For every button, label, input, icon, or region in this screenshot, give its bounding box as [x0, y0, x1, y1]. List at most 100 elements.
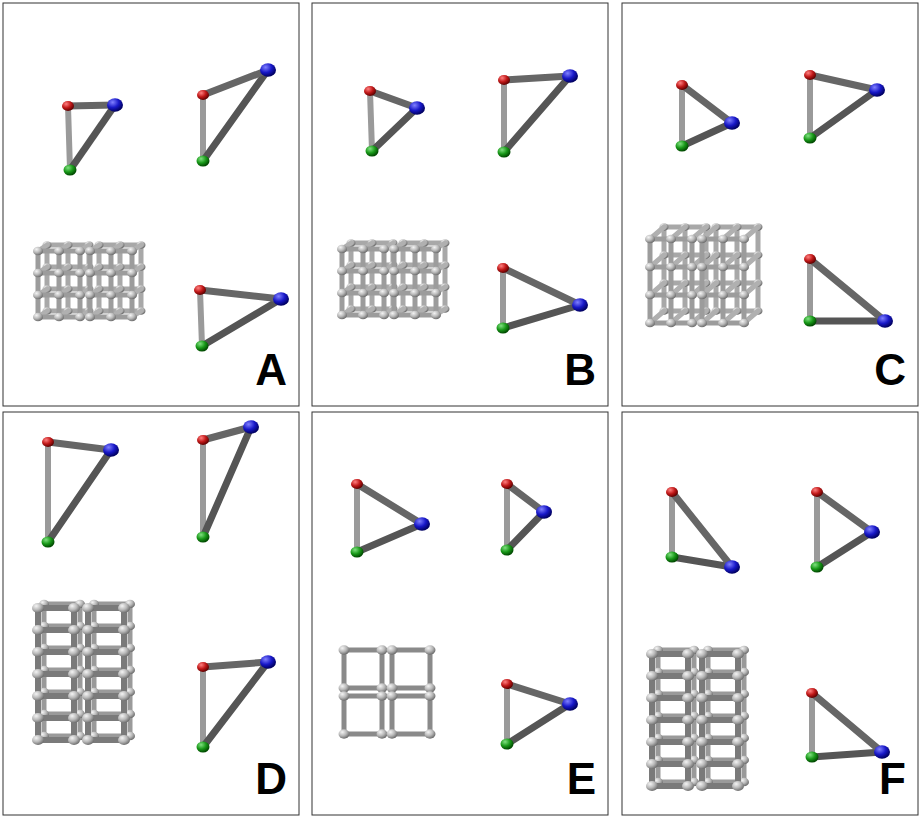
- panel-frame: [3, 412, 299, 815]
- atom-ball: [811, 487, 823, 497]
- atom-ball: [32, 691, 44, 701]
- bond-rod: [503, 268, 580, 305]
- figure-panel: [312, 3, 608, 406]
- atom-ball: [646, 781, 658, 791]
- atom-ball: [696, 671, 708, 681]
- panel-frame: [622, 412, 918, 815]
- atom-ball: [82, 603, 94, 613]
- bond-rod: [342, 650, 347, 688]
- atom-ball: [414, 517, 430, 531]
- atom-ball: [498, 146, 511, 157]
- lattice-structure: [646, 646, 749, 791]
- atom-ball: [431, 289, 441, 298]
- bond-rod: [812, 752, 882, 757]
- atom-ball: [646, 759, 658, 769]
- atom-ball: [337, 311, 347, 320]
- atom-ball: [33, 269, 43, 278]
- atom-ball: [358, 267, 368, 276]
- panel-letter: C: [874, 345, 906, 394]
- triangle-cluster: [351, 479, 431, 558]
- atom-ball: [687, 263, 697, 272]
- atom-ball: [32, 625, 44, 635]
- atom-ball: [54, 247, 64, 256]
- bond-rod: [203, 427, 251, 537]
- atom-ball: [497, 322, 510, 333]
- atom-ball: [645, 263, 655, 272]
- lattice-structure: [33, 241, 146, 321]
- atom-ball: [687, 235, 697, 244]
- atom-ball: [806, 751, 819, 762]
- atom-ball: [572, 298, 588, 312]
- bond-rod: [810, 318, 885, 325]
- atom-ball: [696, 759, 708, 769]
- atom-ball: [197, 435, 209, 445]
- atom-ball: [377, 729, 388, 738]
- atom-ball: [676, 80, 688, 90]
- atom-ball: [696, 649, 708, 659]
- bond-rod: [344, 686, 382, 691]
- bond-rod: [814, 492, 820, 567]
- triangle-cluster: [197, 420, 260, 542]
- atom-ball: [804, 70, 816, 80]
- atom-ball: [33, 313, 43, 322]
- atom-ball: [358, 311, 368, 320]
- atom-ball: [562, 69, 578, 83]
- atom-ball: [127, 269, 137, 278]
- triangle-cluster: [197, 63, 277, 166]
- atom-ball: [377, 683, 388, 692]
- atom-ball: [425, 645, 436, 654]
- atom-ball: [82, 647, 94, 657]
- atom-ball: [42, 437, 54, 447]
- atom-ball: [676, 140, 689, 151]
- bond-rod: [507, 684, 570, 704]
- atom-ball: [194, 285, 206, 295]
- atom-ball: [410, 289, 420, 298]
- atom-ball: [260, 655, 276, 669]
- bond-rod: [810, 259, 885, 321]
- atom-ball: [739, 235, 749, 244]
- atom-ball: [389, 289, 399, 298]
- bond-rod: [812, 693, 882, 752]
- atom-ball: [339, 691, 350, 700]
- atom-ball: [682, 715, 694, 725]
- triangle-cluster: [806, 688, 891, 763]
- atom-ball: [68, 603, 80, 613]
- atom-ball: [697, 263, 707, 272]
- atom-ball: [366, 145, 379, 156]
- atom-ball: [379, 245, 389, 254]
- panel-letter-box: B: [526, 348, 596, 392]
- bond-rod: [810, 90, 877, 138]
- atom-ball: [501, 544, 514, 555]
- atom-ball: [197, 741, 210, 752]
- triangle-cluster: [497, 263, 589, 334]
- atom-ball: [337, 267, 347, 276]
- figure-panel: [622, 3, 918, 406]
- atom-ball: [410, 267, 420, 276]
- bond-rod: [392, 648, 430, 653]
- atom-ball: [718, 291, 728, 300]
- atom-ball: [118, 735, 130, 745]
- atom-ball: [118, 691, 130, 701]
- atom-ball: [804, 315, 817, 326]
- atom-ball: [666, 551, 679, 562]
- atom-ball: [498, 75, 510, 85]
- bond-rod: [807, 75, 813, 138]
- atom-ball: [682, 759, 694, 769]
- triangle-cluster: [676, 80, 741, 152]
- atom-ball: [696, 715, 708, 725]
- bond-rod: [380, 650, 385, 688]
- atom-ball: [389, 267, 399, 276]
- atom-ball: [682, 693, 694, 703]
- atom-ball: [687, 319, 697, 328]
- triangle-cluster: [804, 254, 894, 328]
- atom-ball: [42, 536, 55, 547]
- atom-ball: [85, 269, 95, 278]
- lattice-structure: [339, 645, 436, 738]
- atom-ball: [732, 759, 744, 769]
- atom-ball: [103, 443, 119, 457]
- atom-ball: [62, 101, 74, 111]
- atom-ball: [389, 311, 399, 320]
- atom-ball: [697, 291, 707, 300]
- atom-ball: [646, 671, 658, 681]
- bond-rod: [807, 259, 813, 321]
